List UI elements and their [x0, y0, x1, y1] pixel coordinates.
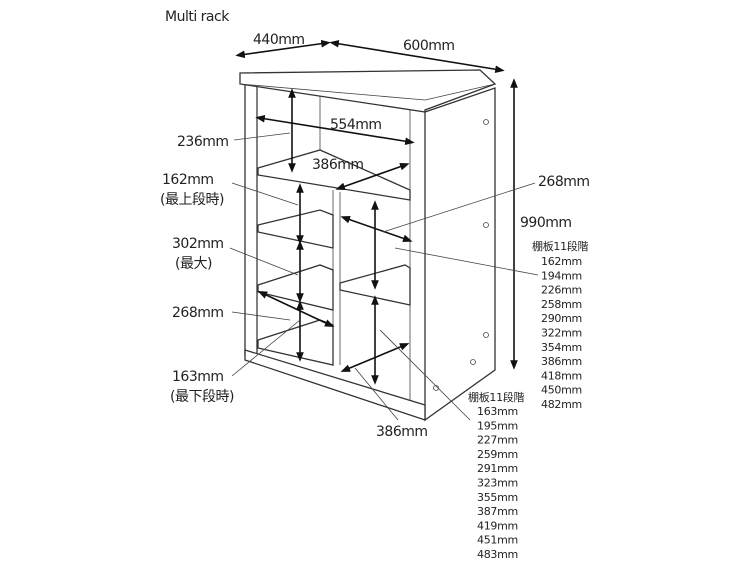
- shelf-height-item: 386mm: [541, 355, 582, 368]
- top-gap-label: 236mm: [177, 134, 229, 150]
- right-gap-label: 268mm: [538, 174, 590, 190]
- left-lower-gap-label: 268mm: [172, 305, 224, 321]
- shelf-width-top-label: 386mm: [312, 157, 364, 173]
- depth-label: 440mm: [253, 32, 305, 48]
- shelf-height-item: 355mm: [477, 491, 518, 504]
- shelf-height-item: 483mm: [477, 548, 518, 561]
- shelf-height-item: 290mm: [541, 312, 582, 325]
- cabinet-drawing: [239, 69, 497, 422]
- shelf-height-item: 419mm: [477, 519, 518, 532]
- leader-lines: [229, 132, 539, 421]
- top-shelf-gap-label: 162mm: [162, 172, 214, 188]
- inner-width-label: 554mm: [330, 117, 382, 133]
- shelf-height-item: 195mm: [477, 419, 518, 432]
- bottom-note: (最下段時): [170, 389, 234, 405]
- shelf-height-item: 451mm: [477, 534, 518, 547]
- shelf-height-item: 226mm: [541, 284, 582, 297]
- shelf-left-1: [257, 209, 334, 249]
- shelf-height-item: 354mm: [541, 341, 582, 354]
- shelf-height-item: 450mm: [541, 384, 582, 397]
- shelf-height-item: 323mm: [477, 477, 518, 490]
- shelf-height-item: 258mm: [541, 298, 582, 311]
- right-list-header: 棚板11段階: [532, 239, 588, 253]
- shelf-height-item: 163mm: [477, 405, 518, 418]
- shelf-height-item: 322mm: [541, 327, 582, 340]
- shelf-left-2: [257, 264, 334, 311]
- max-gap-label: 302mm: [172, 236, 224, 252]
- right-side-panel: [424, 87, 496, 422]
- shelf-height-item: 227mm: [477, 434, 518, 447]
- top-shelf-note: (最上段時): [160, 192, 224, 208]
- shelf-height-item: 387mm: [477, 505, 518, 518]
- width-label: 600mm: [403, 38, 455, 54]
- left-list-header: 棚板11段階: [468, 390, 524, 404]
- height-label: 990mm: [520, 215, 572, 231]
- shelf-height-item: 259mm: [477, 448, 518, 461]
- bottom-board: [244, 349, 426, 421]
- shelf-height-item: 291mm: [477, 462, 518, 475]
- shelf-width-bottom-label: 386mm: [376, 424, 428, 440]
- shelf-height-item: 482mm: [541, 398, 582, 411]
- max-note: (最大): [175, 256, 212, 272]
- bottom-gap-label: 163mm: [172, 369, 224, 385]
- dimension-arrows: [235, 39, 518, 385]
- diagram-title: Multi rack: [165, 9, 230, 25]
- shelf-height-item: 162mm: [541, 255, 582, 268]
- shelf-height-item: 194mm: [541, 269, 582, 282]
- shelf-height-item: 418mm: [541, 369, 582, 382]
